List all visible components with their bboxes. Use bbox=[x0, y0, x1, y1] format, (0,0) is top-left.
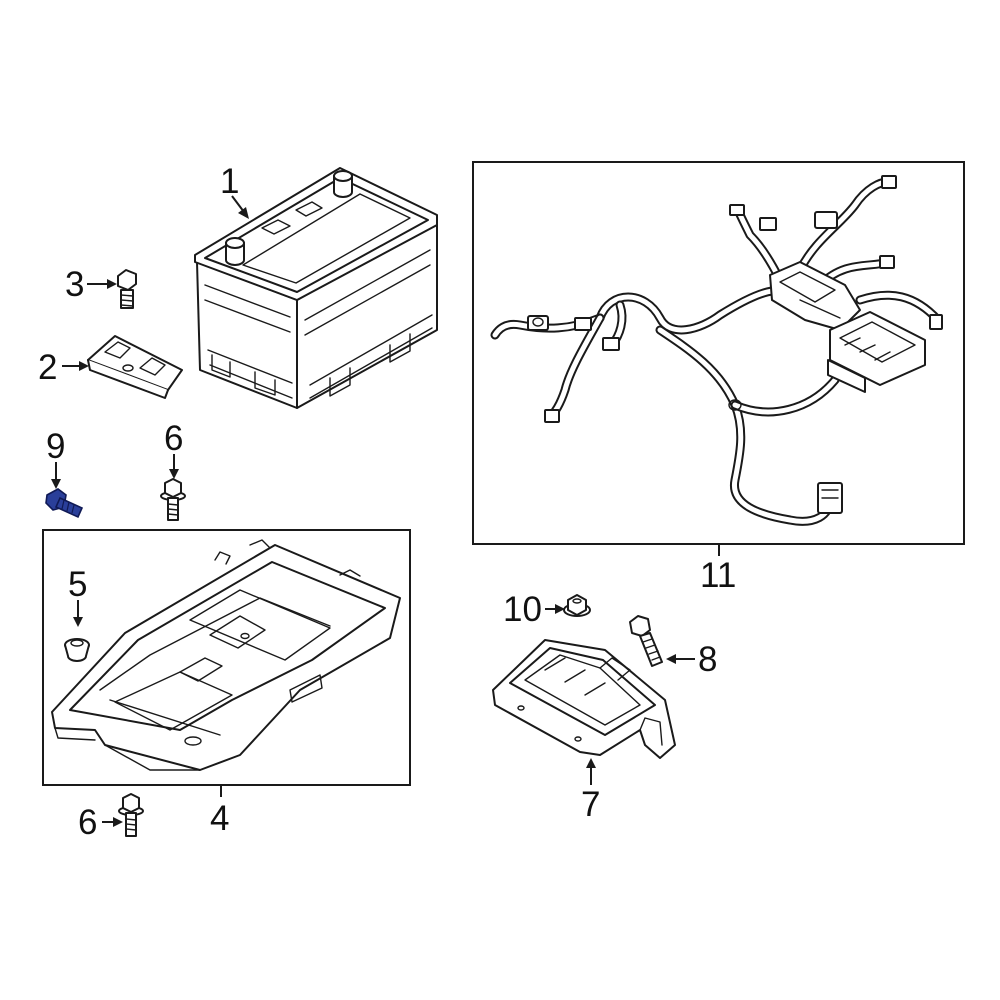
battery-icon[interactable] bbox=[194, 167, 438, 409]
callout-1[interactable]: 1 bbox=[220, 162, 239, 201]
callout-9[interactable]: 9 bbox=[46, 427, 65, 466]
hold-down-bracket-icon[interactable] bbox=[87, 335, 183, 399]
bolt-icon[interactable] bbox=[629, 615, 663, 667]
bolt-icon[interactable] bbox=[45, 488, 84, 519]
tray-group-box bbox=[42, 529, 411, 786]
battery-tray-icon[interactable] bbox=[51, 539, 401, 771]
callout-10[interactable]: 10 bbox=[503, 590, 542, 629]
harness-group-box bbox=[472, 161, 965, 545]
bolt-icon[interactable] bbox=[117, 269, 137, 309]
leader-lines bbox=[51, 195, 720, 827]
grommet-icon[interactable] bbox=[64, 638, 90, 662]
support-bracket-icon[interactable] bbox=[492, 639, 676, 759]
callout-11[interactable]: 11 bbox=[700, 556, 736, 595]
flange-nut-icon[interactable] bbox=[563, 594, 591, 617]
callout-3[interactable]: 3 bbox=[65, 265, 84, 304]
callout-6-upper[interactable]: 6 bbox=[164, 419, 183, 458]
bolt-icon[interactable] bbox=[160, 478, 186, 521]
callout-2[interactable]: 2 bbox=[38, 348, 57, 387]
callout-7[interactable]: 7 bbox=[581, 785, 600, 824]
callout-6-lower[interactable]: 6 bbox=[78, 803, 97, 842]
callout-5[interactable]: 5 bbox=[68, 565, 87, 604]
bolt-icon[interactable] bbox=[118, 793, 144, 837]
callout-8[interactable]: 8 bbox=[698, 640, 717, 679]
callout-4[interactable]: 4 bbox=[210, 799, 229, 838]
wiring-harness-icon[interactable] bbox=[490, 175, 943, 526]
